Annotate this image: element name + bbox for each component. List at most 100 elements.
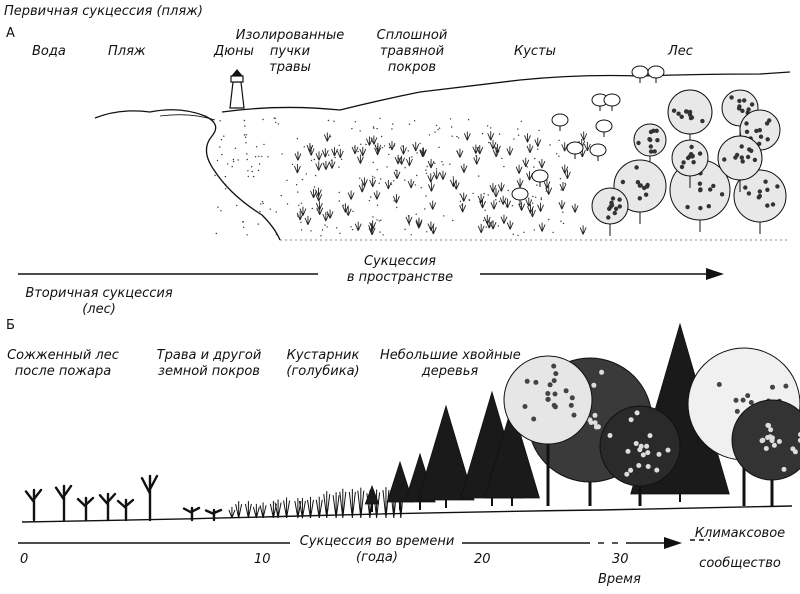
label-burned-forest: Сожженный лес после пожара (7, 348, 119, 379)
grass-tuft (499, 195, 507, 205)
tick-30: 30 (612, 552, 629, 567)
grass-tuft (341, 203, 349, 213)
grass-tuft (356, 154, 364, 164)
shrub (244, 500, 252, 519)
grass-tuft (398, 155, 406, 165)
grass-tuft (543, 179, 551, 189)
grass-tuft (538, 222, 546, 232)
tick-0: 0 (20, 552, 29, 567)
grass-tuft (522, 157, 530, 167)
grass-tuft (412, 142, 420, 152)
climax-trees (503, 347, 800, 506)
grass-tuft (384, 179, 392, 190)
grass-tuft (419, 147, 427, 158)
bush (511, 187, 529, 201)
label-dunes: Дюны (214, 44, 254, 59)
burned-stump (204, 508, 223, 522)
grass-tuft (580, 131, 588, 141)
grass-tuft (497, 182, 505, 192)
shrub (382, 487, 390, 519)
time-axis (18, 537, 710, 549)
grass-tuft (400, 145, 407, 155)
grass-tuft (460, 192, 468, 202)
burned-stump (98, 492, 117, 522)
grass-tuft (323, 132, 331, 142)
shrub (339, 488, 347, 519)
shrub (306, 496, 314, 519)
grass-tuft (415, 219, 423, 229)
burned-stump (54, 484, 73, 522)
panel-a-letter: А (6, 26, 15, 41)
tick-20: 20 (474, 552, 491, 567)
grass-tuft (427, 173, 435, 183)
label-water: Вода (32, 44, 66, 59)
grass-tuft (429, 200, 437, 210)
shrub (274, 499, 282, 519)
climax-community-label: Климаксовое сообщество (694, 526, 786, 571)
grass-tuft (449, 177, 457, 188)
grass-tuft (321, 148, 329, 158)
bush (595, 119, 613, 133)
panel-b-title: Вторичная сукцессия (лес) (25, 286, 173, 317)
grass-tuft (561, 164, 569, 174)
grass-tuft (516, 178, 524, 188)
grass-tuft (476, 145, 484, 155)
grass-tuft (407, 179, 415, 189)
space-axis (18, 268, 724, 280)
shrub (348, 488, 356, 519)
grass-tuft (463, 131, 471, 141)
bush (551, 113, 569, 127)
grass-tuft (456, 148, 464, 158)
bush (631, 65, 649, 79)
grass-tuft (405, 157, 413, 167)
grass-tuft (316, 205, 324, 215)
grass-tuft (459, 203, 467, 213)
grass-tuft (427, 159, 435, 169)
grass-tuft (393, 194, 400, 204)
bush (566, 141, 584, 155)
grass-tuft (394, 155, 402, 165)
grass-tuft (328, 159, 336, 169)
grass-tuft (304, 215, 312, 226)
grass-tuft (347, 190, 355, 200)
grass-tuft (368, 225, 376, 236)
burned-stump (76, 496, 95, 522)
grass-tuft (583, 142, 591, 152)
grass-tuft (315, 161, 323, 171)
grass-tuft (571, 203, 579, 213)
burned-stumps (24, 474, 223, 522)
grass-tuft (524, 133, 531, 143)
grass-tuft (473, 155, 481, 165)
label-continuous-cover: Сплошной травяной покров (376, 28, 448, 75)
grass-tuft (354, 221, 362, 231)
sand-stipple (214, 117, 566, 237)
tree-crown (731, 399, 800, 481)
shrub (259, 502, 267, 519)
grass-tuft (351, 144, 359, 155)
panel-b-ground (21, 505, 793, 523)
grass-tuft (490, 200, 498, 210)
grass-tuft (433, 170, 441, 180)
label-forest: Лес (668, 44, 693, 59)
shrub (228, 506, 236, 519)
grass-tuft (559, 181, 567, 192)
grass-tuft (538, 159, 546, 169)
grass-tufts (294, 131, 591, 236)
bush (531, 169, 549, 183)
grass-tuft (477, 223, 485, 234)
grass-tuft (306, 142, 314, 153)
shrub (315, 496, 323, 519)
label-isolated-tufts: Изолированные пучки травы (235, 28, 345, 75)
label-beach: Пляж (108, 44, 146, 59)
panel-a-title: Первичная сукцессия (пляж) (4, 4, 203, 19)
label-shrubs: Кусты (514, 44, 556, 59)
grass-tuft (336, 148, 344, 159)
grass-tuft (405, 214, 413, 225)
shrub (332, 492, 340, 519)
grass-tuft (310, 188, 317, 199)
tick-10: 10 (254, 552, 271, 567)
grass-tuft (525, 197, 533, 207)
burned-stump (140, 474, 159, 522)
shrub (323, 491, 331, 519)
